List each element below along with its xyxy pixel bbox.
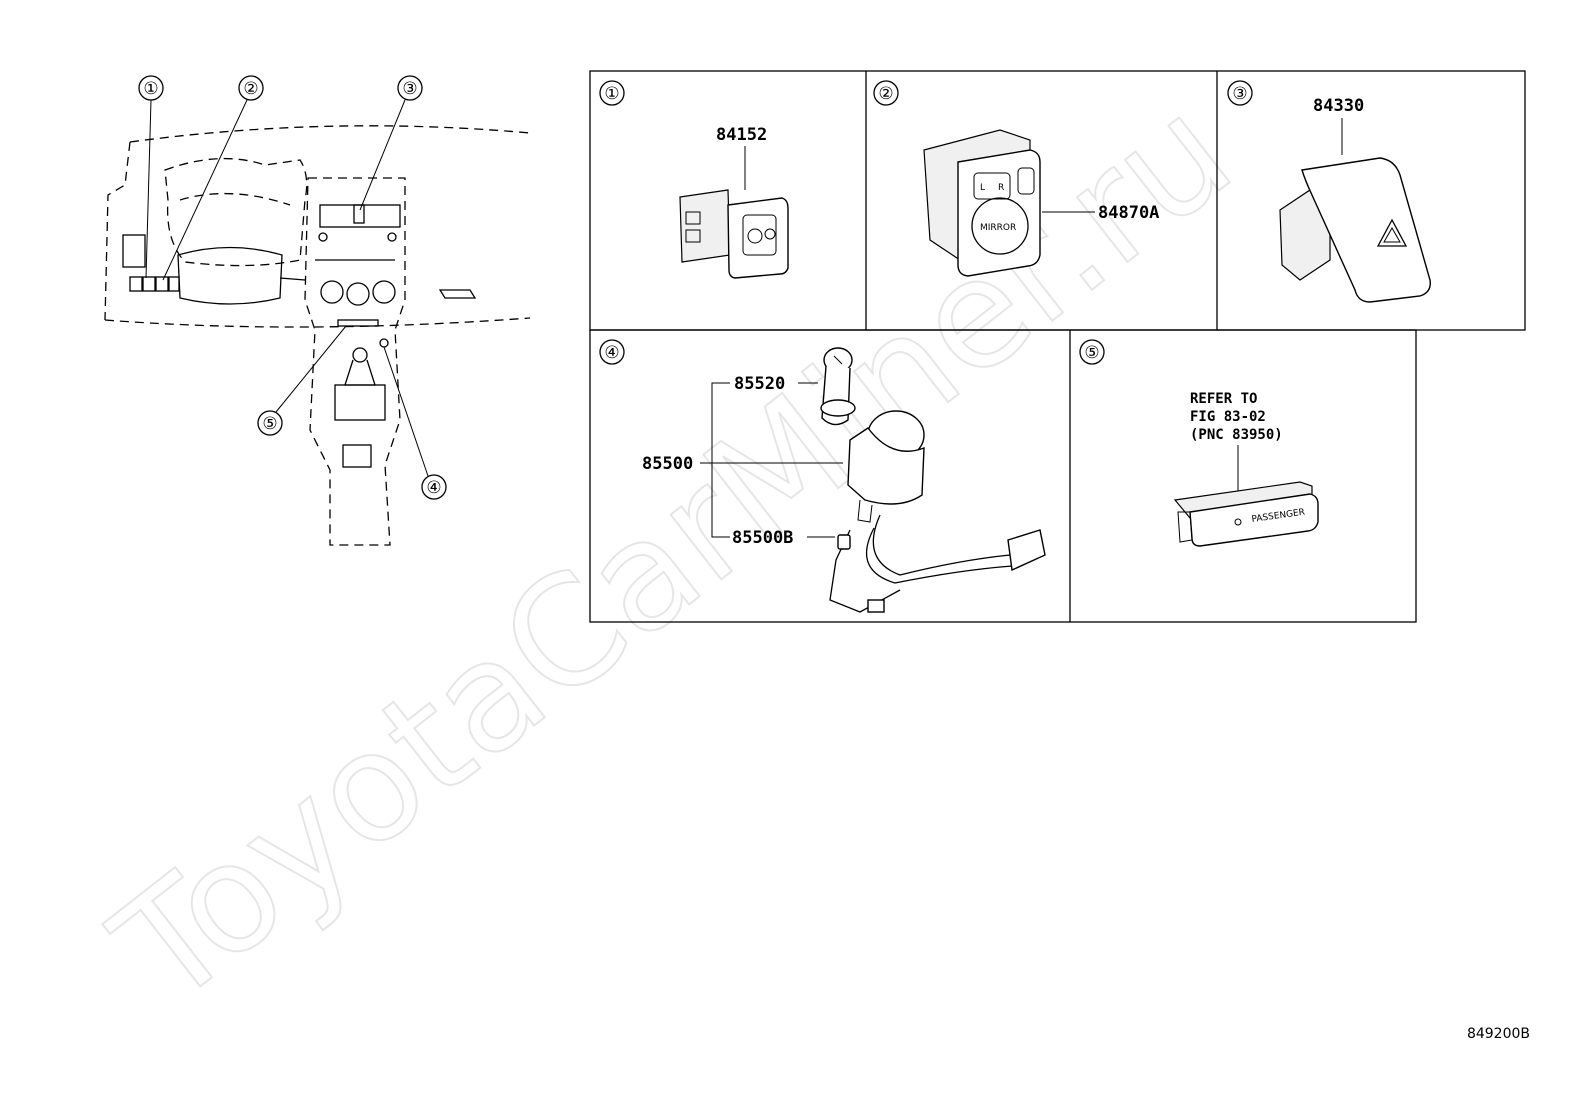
part-number-84870A: 84870A xyxy=(1098,203,1159,223)
svg-text:③: ③ xyxy=(402,79,417,99)
figure-code: 849200B xyxy=(1467,1026,1530,1042)
panel-1: ① 84152 xyxy=(599,80,789,279)
callout-1: ① xyxy=(138,75,164,279)
watermark: ToyotaCarMiner.ru xyxy=(84,65,1262,1039)
lighter-socket xyxy=(847,410,925,523)
part-number-85520: 85520 xyxy=(734,374,785,394)
callout-4: ④ xyxy=(383,346,447,500)
passenger-airbag-indicator: PASSENGER xyxy=(1173,481,1319,547)
svg-text:MIRROR: MIRROR xyxy=(980,223,1016,233)
refer-note-line-3: (PNC 83950) xyxy=(1190,427,1283,443)
refer-note-line-2: FIG 83-02 xyxy=(1190,409,1266,425)
mirror-switch: L R MIRROR xyxy=(923,129,1041,277)
hazard-switch xyxy=(1279,157,1431,303)
part-number-84152: 84152 xyxy=(716,125,767,145)
callout-2: ② xyxy=(162,75,264,281)
panel-4: ④ 85520 85500 85500B xyxy=(599,339,1046,613)
svg-text:⑤: ⑤ xyxy=(262,414,277,434)
dashboard-overview xyxy=(104,125,531,546)
svg-text:R: R xyxy=(998,183,1004,193)
callout-3: ③ xyxy=(359,75,423,211)
parts-grid xyxy=(589,70,1526,623)
light-control-switch xyxy=(679,189,789,279)
svg-text:④: ④ xyxy=(604,343,619,363)
cigarette-lighter xyxy=(820,347,856,426)
callout-5: ⑤ xyxy=(257,325,347,436)
panel-5: ⑤ REFER TO FIG 83-02 (PNC 83950) PASSENG… xyxy=(1079,339,1319,547)
svg-text:①: ① xyxy=(143,79,158,99)
refer-note-line-1: REFER TO xyxy=(1190,391,1257,407)
svg-text:L: L xyxy=(980,183,985,193)
svg-text:①: ① xyxy=(604,84,619,104)
part-number-85500: 85500 xyxy=(642,454,693,474)
svg-text:②: ② xyxy=(878,84,893,104)
svg-text:③: ③ xyxy=(1232,84,1247,104)
part-number-84330: 84330 xyxy=(1313,96,1364,116)
panel-3: ③ 84330 xyxy=(1227,80,1431,303)
svg-text:④: ④ xyxy=(426,478,441,498)
panel-2: ② L R MIRROR 84870A xyxy=(873,80,1159,277)
svg-text:⑤: ⑤ xyxy=(1084,343,1099,363)
part-number-85500B: 85500B xyxy=(732,528,793,548)
socket-harness xyxy=(829,514,1046,613)
svg-text:②: ② xyxy=(243,79,258,99)
